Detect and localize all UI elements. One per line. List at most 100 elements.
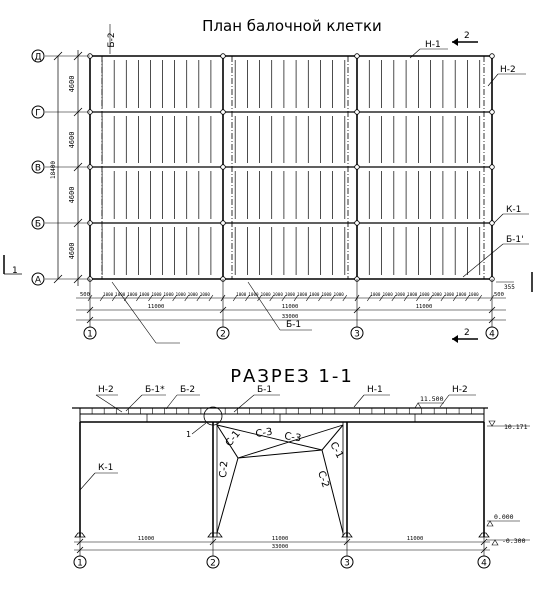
svg-text:Д: Д	[34, 53, 41, 63]
column-node	[354, 109, 360, 115]
plan-axis-bubble-2: 2	[216, 326, 230, 340]
dim-tick	[281, 294, 287, 302]
dim-spacing-label: 1000	[469, 292, 480, 297]
dim-spacing-label: 1000	[297, 292, 308, 297]
plan-title: План балочной клетки	[202, 17, 382, 35]
dim-spacing-label: 1000	[261, 292, 272, 297]
dim-total-height: 18400	[50, 161, 57, 179]
sec-label-b2: Б-2	[180, 385, 195, 395]
dim-spacing-label: 1000	[188, 292, 199, 297]
dim-spacing-label: 1000	[334, 292, 345, 297]
sec-label-h2-right: Н-2	[452, 385, 468, 395]
dim-overall: 33000	[282, 314, 299, 320]
dim-tick	[245, 294, 250, 302]
axis-bubble-a: А	[31, 272, 45, 286]
node-circle	[203, 406, 223, 426]
dim-spacing-label: 1000	[236, 292, 247, 297]
sec-axis-bubble-1: 1	[73, 555, 87, 569]
dim-tick	[330, 294, 335, 302]
dim-spacing-label: 1000	[383, 292, 394, 297]
dim-spacing-label: 1000	[432, 292, 443, 297]
dim-tick	[403, 294, 409, 302]
dim-tick	[465, 294, 470, 302]
column-node	[220, 220, 226, 226]
dim-tick	[391, 294, 397, 302]
dim-spacing-label: 1000	[164, 292, 175, 297]
dim-tick	[208, 294, 214, 302]
sec-label-h1: Н-1	[367, 385, 383, 395]
label-c3-left: С-3	[255, 427, 273, 440]
node-label: 1	[186, 430, 191, 439]
dim-tick	[416, 294, 421, 302]
dim-spacing-label: 1000	[127, 292, 138, 297]
dim-row-1: 4600	[68, 76, 76, 93]
dim-tick	[452, 294, 458, 302]
dim-tick	[367, 294, 372, 302]
section-bases	[74, 532, 490, 538]
dim-tick	[293, 294, 299, 302]
dim-spacing-label: 1000	[139, 292, 150, 297]
column-node	[489, 109, 495, 115]
dim-tick	[257, 294, 262, 302]
svg-text:2: 2	[220, 330, 226, 340]
svg-text:2: 2	[210, 559, 216, 569]
dim-tick	[160, 294, 165, 302]
dim-spacing-label: 1000	[248, 292, 259, 297]
row-axis-markers: Д Г В Б А	[31, 49, 90, 286]
elev-base: -0.300	[502, 537, 526, 545]
sec-dim-bay-1: 11000	[138, 536, 155, 542]
sec-label-b1: Б-1	[257, 385, 272, 395]
svg-text:А: А	[35, 276, 42, 286]
section-title: РАЗРЕЗ 1-1	[230, 366, 354, 387]
section-columns	[79, 422, 485, 537]
section-cut-mark-left: 1	[3, 255, 22, 276]
dim-tick	[232, 294, 238, 302]
svg-text:2: 2	[464, 31, 470, 41]
svg-text:1: 1	[12, 266, 18, 276]
dim-row-2: 4600	[68, 132, 76, 149]
svg-text:4: 4	[481, 559, 487, 569]
svg-text:1: 1	[87, 330, 93, 340]
sec-label-b1-star: Б-1*	[145, 385, 165, 395]
label-b1-prime: Б-1'	[506, 235, 524, 245]
dim-spacing-label: 1000	[407, 292, 418, 297]
label-c1-right: С-1	[327, 440, 345, 460]
svg-text:3: 3	[354, 330, 360, 340]
column-node	[220, 109, 226, 115]
section-deck-ticks	[91, 408, 472, 422]
dim-edge-left: 500	[80, 292, 90, 298]
dim-tick	[172, 294, 177, 302]
dim-spacing-label: 1000	[444, 292, 455, 297]
dim-tick	[477, 294, 482, 302]
dim-spacing-label: 1000	[115, 292, 126, 297]
dim-spacing-label: 1000	[321, 292, 332, 297]
sec-dim-bay-3: 11000	[407, 536, 424, 542]
sec-axis-bubble-2: 2	[206, 555, 220, 569]
sec-dim-bay-2: 11000	[272, 536, 289, 542]
label-c2-right: С-2	[315, 470, 331, 490]
column-node	[489, 220, 495, 226]
elev-top: 11.500	[420, 395, 444, 403]
plan-col-axis-markers: 1 2 3 4	[83, 279, 499, 340]
column-node	[220, 53, 226, 59]
dim-bay-2: 11000	[282, 304, 299, 310]
dim-tick	[99, 294, 105, 302]
dim-spacing-label: 1000	[200, 292, 211, 297]
dim-tick	[196, 294, 202, 302]
section-elevations: 11.500 10.171 0.000 -0.300	[414, 395, 530, 546]
label-k1: К-1	[506, 205, 521, 215]
section-dimensions: 11000 11000 11000 33000	[74, 536, 490, 554]
elev-floor: 0.000	[494, 513, 514, 521]
cut-mark-bottom: 2	[452, 328, 478, 343]
axis-bubble-v: В	[31, 160, 45, 174]
dim-tick	[269, 294, 274, 302]
dim-spacing-label: 1000	[151, 292, 162, 297]
label-b1: Б-1	[286, 320, 301, 330]
svg-text:4: 4	[489, 330, 495, 340]
column-node	[489, 164, 495, 170]
dim-tick	[428, 294, 433, 302]
label-c3-right: С-3	[284, 431, 302, 444]
elev-beam: 10.171	[504, 423, 528, 431]
